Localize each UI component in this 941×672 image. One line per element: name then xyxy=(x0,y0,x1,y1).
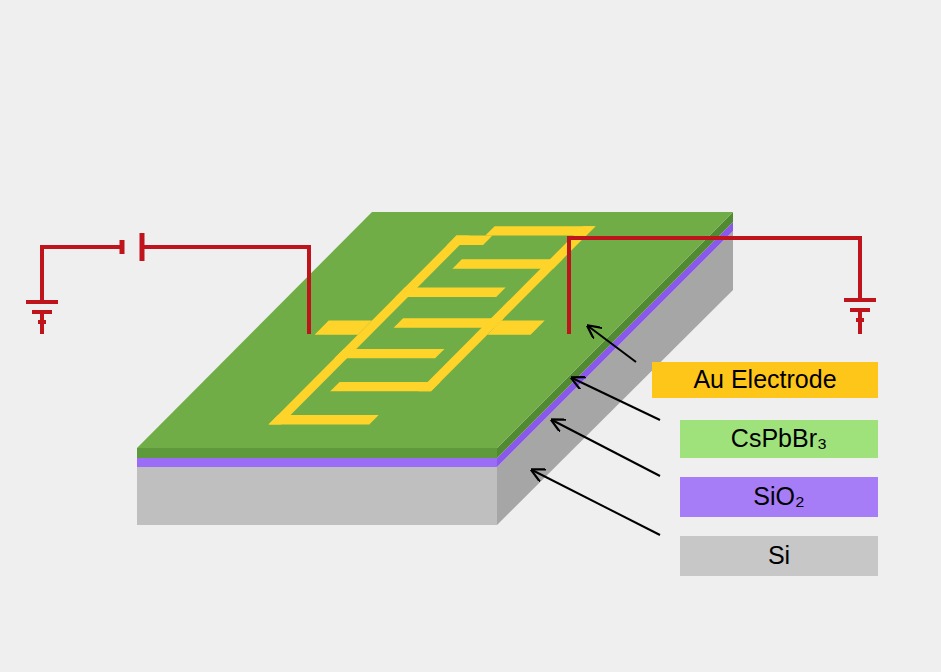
layer-label-box: SiO₂ xyxy=(680,477,878,517)
layer-label-box: CsPbBr₃ xyxy=(680,420,878,458)
perovskite-top xyxy=(137,212,733,448)
circuit-wires xyxy=(42,238,860,334)
perovskite-front xyxy=(137,448,497,458)
interdigitated-electrodes xyxy=(225,226,638,424)
layer-name: CsPbBr₃ xyxy=(731,425,827,453)
layer-name: SiO₂ xyxy=(753,483,804,511)
layer-name: Si xyxy=(768,542,790,570)
ground-symbol xyxy=(844,300,876,334)
battery-symbol xyxy=(122,233,142,261)
layer-label-box: Si xyxy=(680,536,878,576)
layer-name: Au Electrode xyxy=(693,366,836,394)
leader-arrows xyxy=(532,326,660,535)
sio2-front xyxy=(137,458,497,467)
ground-symbol xyxy=(26,302,58,334)
si-front xyxy=(137,467,497,525)
layer-label-box: Au Electrode xyxy=(652,362,878,398)
